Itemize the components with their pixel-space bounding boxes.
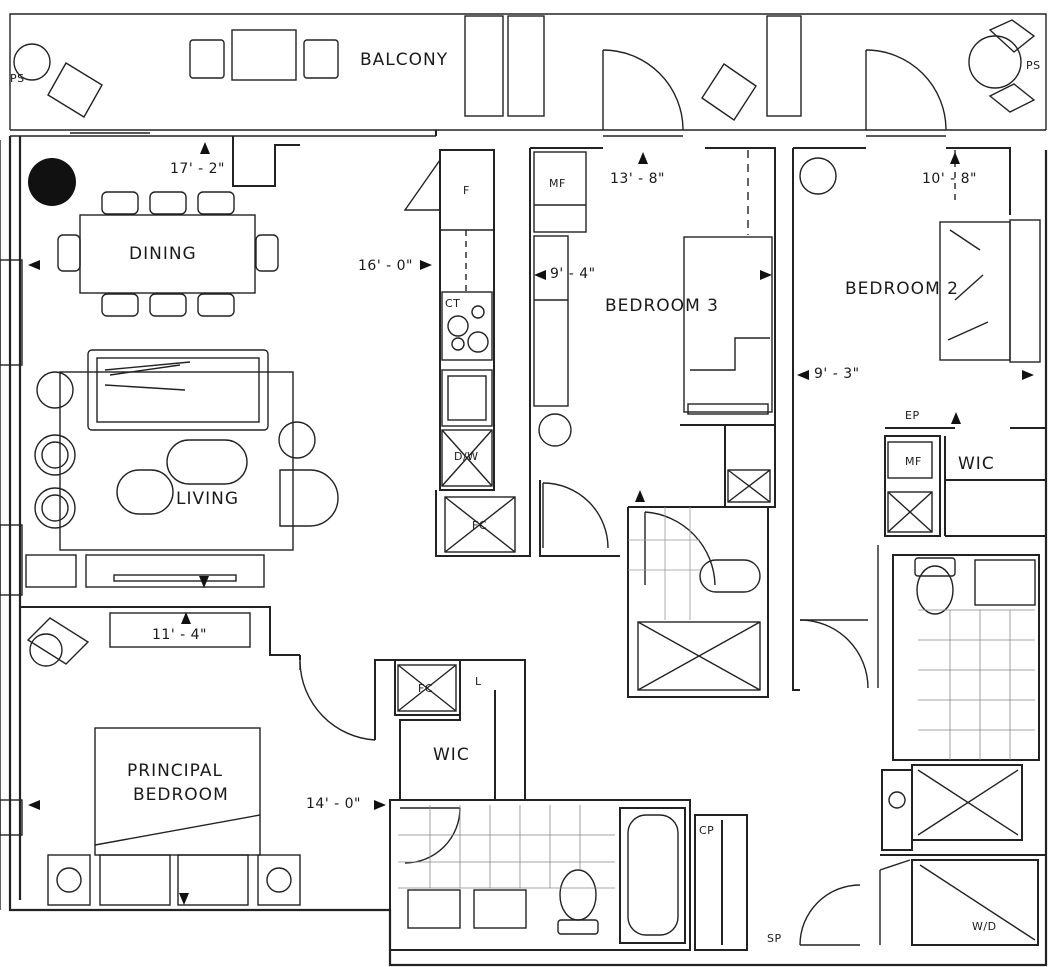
balcony-door-icon [602, 49, 947, 137]
bedroom2-bath [879, 441, 1036, 945]
fixture-washer-dryer: W/D [972, 920, 997, 933]
balcony-outline [9, 13, 1047, 137]
principal-furniture [26, 612, 376, 906]
balcony-chair-icon [13, 19, 1036, 121]
dimension-bedroom3-width: 9' - 4" [550, 266, 596, 282]
dimension-kitchen: 16' - 0" [358, 258, 413, 274]
room-label-balcony: BALCONY [360, 50, 449, 70]
dining-table [57, 191, 279, 317]
structural-column [28, 158, 76, 206]
dimension-bedroom3-depth: 13' - 8" [610, 171, 665, 187]
fixture-cp: CP [699, 824, 715, 837]
fixture-fridge: F [463, 184, 470, 197]
fixture-ps-left: PS [10, 72, 25, 85]
bedroom3-furniture [533, 150, 773, 549]
dimension-principal-depth: 14' - 0" [306, 796, 361, 812]
room-label-principal-line2: BEDROOM [133, 785, 229, 805]
room-label-bedroom3: BEDROOM 3 [605, 296, 719, 316]
fixture-dishwasher: D/W [454, 450, 479, 463]
bedroom3-bath [628, 507, 761, 691]
fixture-fc-kitchen: FC [472, 519, 488, 532]
room-label-dining: DINING [129, 244, 197, 264]
room-label-principal-line1: PRINCIPAL [127, 761, 223, 781]
dimension-arrow-icon [28, 142, 1034, 905]
exterior-walls [8, 136, 1048, 967]
living-furniture [25, 349, 339, 588]
fixture-ep: EP [905, 409, 920, 422]
bedroom2-furniture [799, 150, 1041, 689]
room-label-living: LIVING [176, 489, 240, 509]
dimension-principal-width: 11' - 4" [152, 627, 207, 643]
window-frames [0, 140, 23, 910]
fixture-ps-right: PS [1026, 59, 1041, 72]
fixture-linen: L [475, 675, 482, 688]
room-label-bedroom2: BEDROOM 2 [845, 279, 959, 299]
room-label-wic-bedroom2: WIC [958, 454, 995, 474]
fixture-sp: SP [767, 932, 782, 945]
principal-bath [397, 664, 861, 946]
kitchen-appliances [403, 159, 516, 553]
fixture-mf-bedroom2: MF [905, 455, 922, 468]
balcony-planter-icon [464, 15, 802, 117]
fixture-mf-bedroom3: MF [549, 177, 566, 190]
dimension-bedroom2-depth: 10' - 8" [922, 171, 977, 187]
interior-walls [20, 130, 1046, 951]
dimension-living-dining: 17' - 2" [170, 161, 225, 177]
fixture-fc-principal: FC [418, 682, 434, 695]
room-label-wic-principal: WIC [433, 745, 470, 765]
balcony-table-set [189, 29, 339, 81]
fixture-cooktop: CT [445, 297, 461, 310]
dimension-bedroom2-width: 9' - 3" [814, 366, 860, 382]
